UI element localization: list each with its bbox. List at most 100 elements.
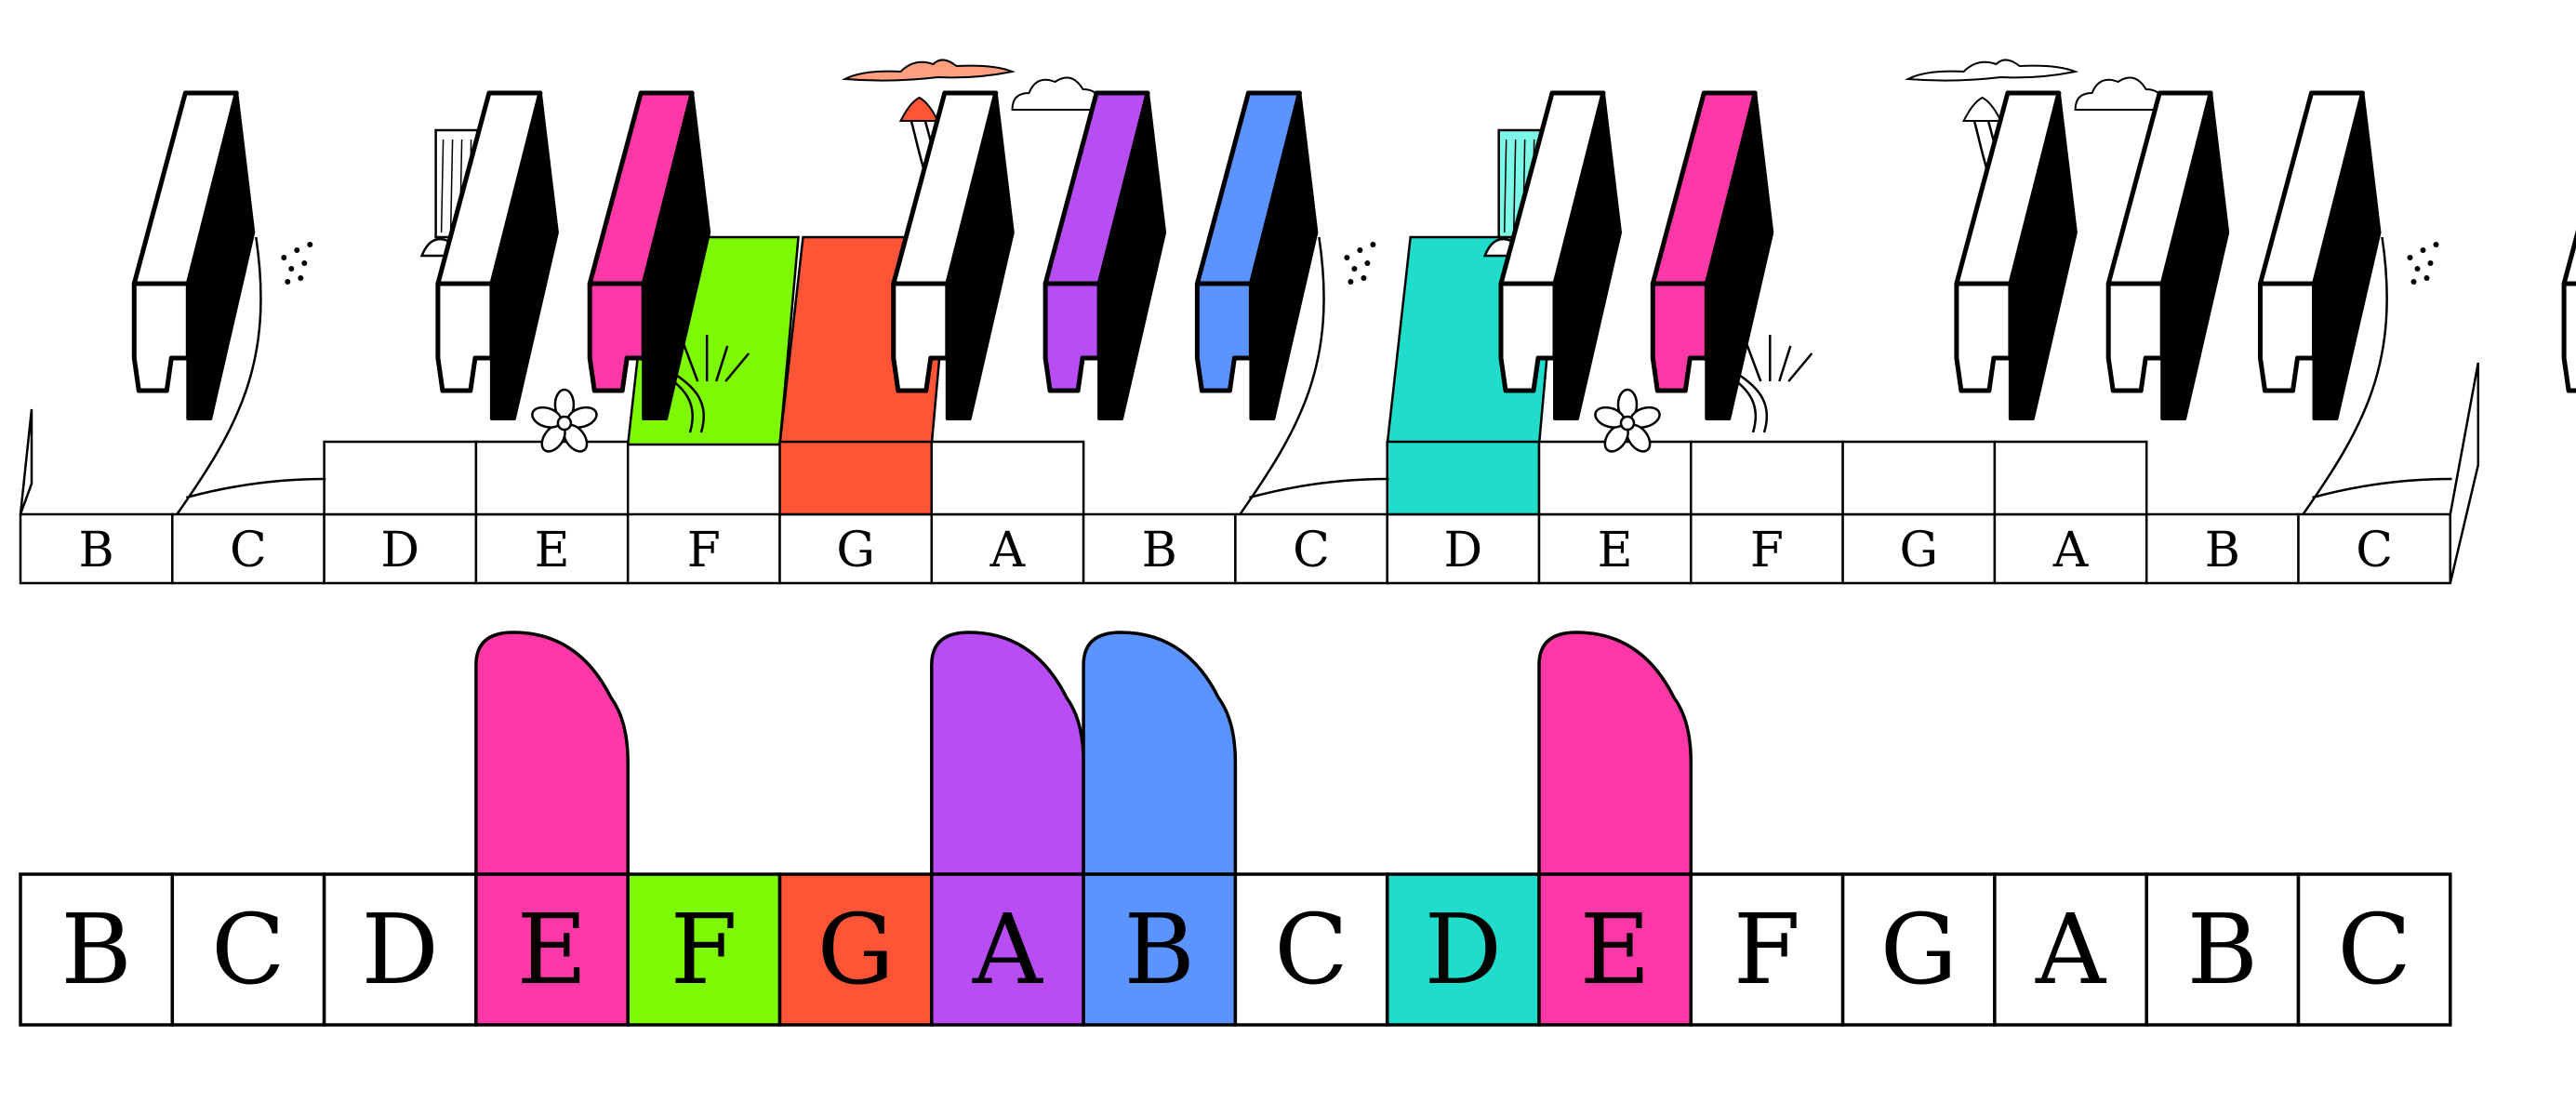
black-key-side-3 — [945, 91, 1015, 420]
sand-dot — [2423, 275, 2430, 281]
top-key-label: F — [1750, 523, 1784, 578]
strip-cell-e-3 — [474, 872, 630, 1027]
black-keys — [131, 90, 2576, 420]
strip-cell-c-15 — [2296, 872, 2452, 1027]
raised-key-block — [1537, 440, 1693, 516]
top-key-label: F — [687, 523, 721, 578]
sand-dot — [2414, 266, 2421, 272]
strip-cell-g-5 — [777, 872, 934, 1027]
strip-tab-1 — [930, 631, 1085, 876]
flower-icon — [1619, 415, 1636, 432]
top-key-label: B — [1142, 523, 1177, 578]
cloud-icon — [1011, 76, 1101, 111]
hill-line — [2312, 477, 2452, 499]
black-key-side-2 — [642, 91, 711, 420]
strip-cell-label: E — [517, 893, 588, 1006]
raised-key-block — [1386, 440, 1541, 516]
black-key-side-4 — [1097, 91, 1167, 420]
sand-dot — [1348, 279, 1354, 285]
top-key-label: A — [2052, 523, 2090, 578]
sand-dot — [294, 247, 300, 253]
sand-dot — [1364, 260, 1371, 266]
strip-cell-label: C — [1274, 893, 1348, 1006]
top-key-label: E — [535, 523, 570, 578]
strip-cell-label: F — [1733, 893, 1800, 1006]
sand-dot — [288, 266, 295, 272]
strip-cell-label: B — [1124, 893, 1195, 1006]
strip-cell-label: B — [2187, 893, 2258, 1006]
top-white-key-f-4 — [626, 512, 781, 585]
black-key-side-7 — [1705, 91, 1774, 420]
raised-key-block — [323, 440, 478, 516]
strip-cell-label: B — [60, 893, 131, 1006]
keyboard-edge — [19, 408, 33, 515]
strip-cell-label: F — [671, 893, 737, 1006]
sand-dot — [281, 255, 287, 260]
sand-dot — [285, 279, 291, 285]
top-white-key-f-11 — [1690, 512, 1844, 585]
black-key-side-8 — [2008, 91, 2078, 420]
top-key-label: E — [1598, 523, 1633, 578]
top-white-key-b-14 — [2144, 512, 2300, 585]
top-white-key-b-0 — [19, 512, 174, 585]
sand-dot — [1361, 275, 1367, 281]
sand-dot — [1370, 242, 1376, 247]
flower-icon — [556, 415, 573, 432]
strip-cell-label: A — [2035, 893, 2107, 1006]
black-key-side-10 — [2312, 91, 2382, 420]
sand-dot — [1351, 266, 1358, 272]
strip-cell-d-9 — [1385, 872, 1541, 1027]
smoke-cloud-icon — [1904, 59, 2079, 82]
black-key-side-6 — [1553, 91, 1622, 420]
sand-dot — [2410, 279, 2417, 285]
black-key-front-11 — [2561, 281, 2576, 393]
black-key-side-0 — [186, 91, 256, 420]
raised-key-block — [930, 440, 1085, 516]
raised-key-block — [474, 440, 630, 516]
hill-line — [185, 477, 326, 499]
raised-key-block — [1993, 440, 2148, 516]
strip-tab-0 — [474, 631, 630, 876]
strip-cell-f-11 — [1689, 872, 1845, 1027]
crater-icon — [1961, 96, 2003, 122]
top-key-label: B — [2205, 523, 2240, 578]
top-key-label: G — [1899, 523, 1938, 578]
strip-cell-c-8 — [1233, 872, 1389, 1027]
strip-cell-a-13 — [1993, 872, 2148, 1027]
hill-line — [1249, 477, 1389, 499]
top-white-key-g-5 — [778, 512, 934, 585]
strip-cell-label: A — [972, 893, 1044, 1006]
top-key-label: A — [989, 523, 1027, 578]
strip-cell-label: G — [1880, 893, 1958, 1006]
sand-dot — [307, 242, 313, 247]
top-key-label: B — [79, 523, 114, 578]
smoke-cloud-icon — [841, 59, 1016, 82]
strip-cell-label: C — [2337, 893, 2411, 1006]
strip-tabs — [474, 631, 1693, 876]
keyboard-edge — [2449, 362, 2480, 584]
strip-cell-label: D — [1425, 893, 1502, 1006]
cloud-icon — [2074, 76, 2164, 111]
strip-cell-f-4 — [626, 872, 782, 1027]
top-white-key-e-3 — [474, 512, 630, 585]
sand-dot — [1344, 255, 1350, 260]
top-key-label: C — [1293, 523, 1330, 578]
strip-cell-b-0 — [19, 872, 175, 1027]
sand-dot — [1357, 247, 1363, 253]
sand-dot — [2407, 255, 2413, 260]
top-white-key-c-1 — [171, 512, 325, 585]
top-white-key-b-7 — [1082, 512, 1237, 585]
strip-cell-g-12 — [1840, 872, 1997, 1027]
sand-dot — [2433, 242, 2439, 247]
sand-dot — [2420, 247, 2426, 253]
raised-key-block — [1690, 440, 1844, 516]
grass-icon — [683, 335, 750, 382]
top-key-label: D — [380, 523, 419, 578]
sand-dot — [298, 275, 304, 281]
strip-cell-label: D — [362, 893, 439, 1006]
strip-tab-2 — [1082, 631, 1238, 876]
